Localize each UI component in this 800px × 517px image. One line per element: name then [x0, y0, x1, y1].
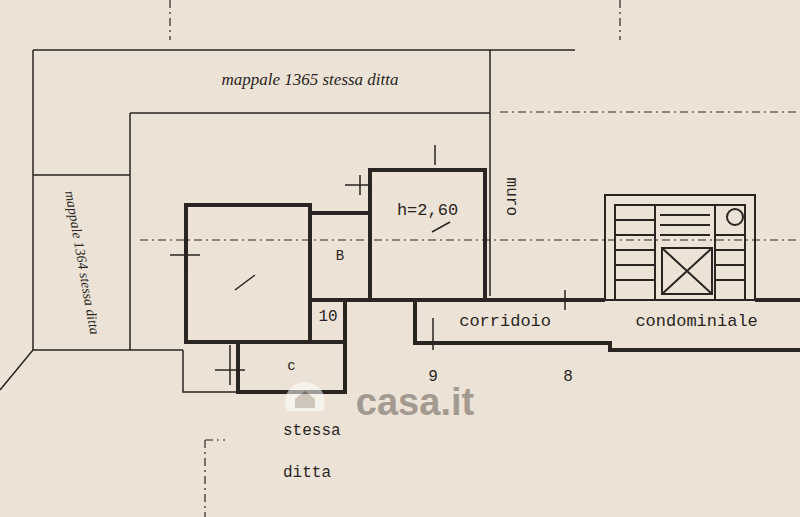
- wall-marks: [170, 145, 565, 385]
- plan-label: 8: [561, 369, 575, 387]
- axis-lines: [140, 0, 800, 517]
- room: B: [312, 215, 368, 298]
- room-label: corridoio: [457, 313, 553, 332]
- room-label: condominiale: [633, 313, 759, 332]
- room: c: [240, 344, 343, 390]
- corridor-band: corridoio condominiale: [417, 303, 800, 341]
- room: h=2,60: [372, 172, 483, 298]
- room-label: mappale 1365 stessa ditta: [219, 71, 400, 90]
- stair-symbol: [605, 195, 755, 300]
- parcel-area: mappale 1364 stessa ditta: [36, 180, 128, 345]
- plan-label: muro: [501, 176, 519, 218]
- room-label: mappale 1364 stessa ditta: [61, 187, 102, 337]
- room-label: c: [285, 359, 297, 374]
- room-label: B: [334, 249, 346, 264]
- plan-label: stessa ditta: [281, 411, 355, 494]
- site-lines: [0, 50, 575, 392]
- watermark: casa.it: [354, 382, 476, 424]
- parcel-area: mappale 1365 stessa ditta: [135, 55, 485, 105]
- room-label: h=2,60: [395, 202, 460, 221]
- walls: [186, 170, 800, 392]
- plan-label: 10: [316, 309, 339, 327]
